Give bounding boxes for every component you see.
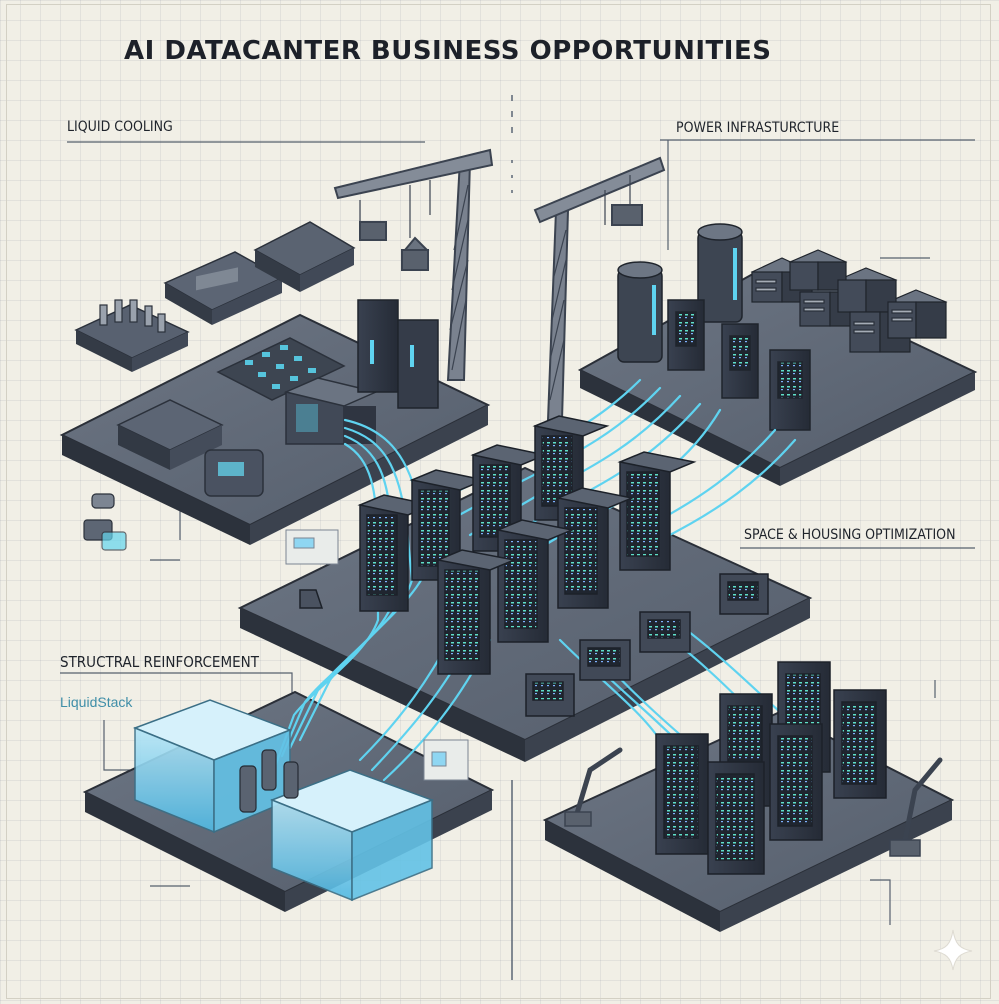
- cooling-pump: [204, 449, 264, 497]
- brand-label: LiquidStack: [60, 694, 133, 710]
- tower-crane-icon: [533, 156, 666, 421]
- label-liquid-cooling: LIQUID COOLING: [67, 119, 173, 135]
- label-power-infrastructure: POWER INFRASTURCTURE: [676, 120, 840, 136]
- power-cylinder-icon: [697, 223, 743, 323]
- schematic-cards: [285, 529, 469, 781]
- loose-fittings: [83, 493, 127, 551]
- cooling-unit: [74, 299, 190, 372]
- space-server-racks: [655, 661, 887, 875]
- server-rack-icon: [357, 494, 435, 612]
- label-structural-reinforcement: STRUCTRAL REINFORCEMENT: [60, 653, 259, 671]
- cabinet-pair: [357, 299, 439, 409]
- chair-icon: [299, 589, 324, 609]
- central-server-racks: [299, 415, 769, 717]
- image-frame: [6, 4, 991, 999]
- robot-arm-icon: [889, 757, 943, 857]
- label-space-housing: SPACE & HOUSING OPTIMIZATION: [744, 527, 956, 543]
- robot-arm-icon: [564, 747, 623, 827]
- server-rack-icon: [435, 549, 517, 675]
- cooling-unit: [253, 221, 356, 292]
- battery-modules: [750, 249, 948, 353]
- page-title: AI DATACANTER BUSINESS OPPORTUNITIES: [124, 36, 772, 66]
- power-cylinder-icon: [617, 261, 663, 363]
- tower-crane-icon: [333, 148, 494, 381]
- server-rack-icon: [707, 761, 765, 875]
- server-rack-icon: [655, 733, 709, 855]
- sparkle-icon: [933, 929, 973, 971]
- pump-robot: [239, 749, 299, 813]
- cooling-tank-icon: [269, 769, 435, 902]
- server-rack-icon: [409, 469, 487, 581]
- server-rack-icon: [833, 689, 887, 799]
- server-rack-icon: [769, 723, 823, 841]
- network-appliance: [525, 573, 769, 717]
- cooling-rack-unit: [116, 399, 224, 470]
- server-rack-icon: [617, 451, 697, 571]
- power-equipment: [617, 223, 948, 431]
- server-rack-icon: [555, 487, 635, 609]
- cooling-unit: [163, 251, 284, 325]
- power-cabinets: [667, 299, 811, 431]
- cooling-board: [216, 337, 346, 401]
- server-rack-icon: [495, 519, 575, 643]
